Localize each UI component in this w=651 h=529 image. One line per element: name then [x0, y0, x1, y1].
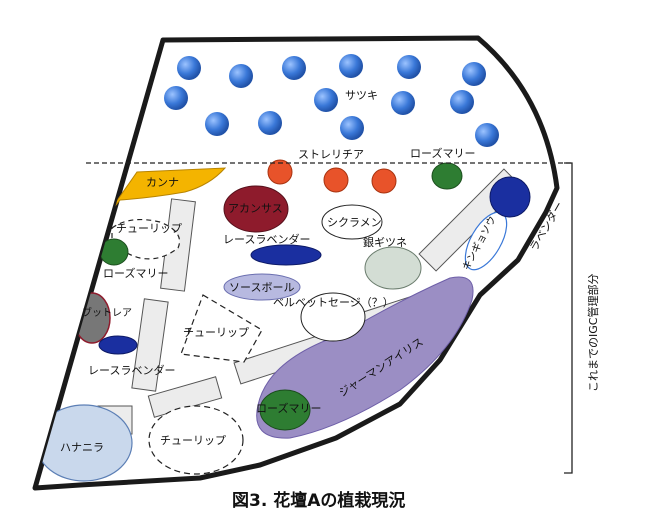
satsuki-shrub — [397, 55, 421, 79]
label-rosemary-top: ローズマリー — [410, 146, 475, 160]
satsuki-shrub — [391, 91, 415, 115]
satsuki-shrub — [462, 62, 486, 86]
label-rosemary-bottom: ローズマリー — [256, 401, 321, 415]
label-tulip-middle: チューリップ — [183, 326, 249, 339]
label-acanthus: アカンサス — [228, 202, 283, 215]
label-sauce-ball: ソースボール — [229, 281, 294, 294]
satsuki-shrub — [339, 54, 363, 78]
label-tulip-bottom: チューリップ — [160, 434, 226, 447]
sauce-ball-patch — [223, 273, 301, 301]
gin-gitsune-plant — [364, 246, 422, 290]
lavender-right-plant — [489, 176, 531, 218]
tulip-middle-patch — [180, 294, 263, 363]
lace-lavender-upper-plant — [250, 244, 322, 266]
igc-management-note: これまでのIGC管理部分 — [586, 274, 600, 392]
label-cyclamen: シクラメン — [327, 216, 382, 229]
tulip-bottom-patch — [148, 405, 244, 475]
satsuki-shrub — [340, 116, 364, 140]
satsuki-shrub — [282, 56, 306, 80]
lace-lavender-lower-plant — [98, 335, 138, 355]
tulip-upper-patch — [111, 218, 181, 260]
label-satsuki: サツキ — [345, 89, 378, 102]
path-strip — [131, 298, 169, 392]
igc-bracket — [564, 162, 573, 474]
satsuki-shrub — [205, 112, 229, 136]
strelitzia-plant — [267, 159, 293, 185]
label-strelitzia: ストレリチア — [298, 148, 364, 161]
label-tulip-upper: チューリップ — [116, 222, 182, 235]
satsuki-shrub — [177, 56, 201, 80]
satsuki-group — [164, 54, 499, 147]
acanthus-plant — [223, 185, 289, 233]
figure-caption: 図3. 花壇Aの植栽現況 — [232, 490, 405, 511]
label-rosemary-left: ローズマリー — [103, 266, 168, 280]
label-hananira: ハナニラ — [60, 441, 104, 454]
label-velvet-sage: ベルベットセージ（？） — [273, 296, 394, 309]
rosemary-top-plant — [431, 162, 463, 190]
satsuki-shrub — [314, 88, 338, 112]
label-gin-gitsune: 銀ギツネ — [363, 235, 407, 249]
rosemary-bottom-plant — [259, 389, 311, 431]
strelitzia-plant — [371, 168, 397, 194]
strelitzia-plant — [323, 167, 349, 193]
satsuki-shrub — [475, 123, 499, 147]
strelitzia-group — [267, 159, 397, 194]
satsuki-shrub — [258, 111, 282, 135]
label-lace-lavender-lower: レースラベンダー — [88, 363, 175, 377]
satsuki-shrub — [450, 90, 474, 114]
label-buddleja: ブットレア — [82, 306, 132, 319]
cyclamen-patch — [321, 204, 383, 240]
satsuki-shrub — [164, 86, 188, 110]
velvet-sage-patch — [300, 292, 366, 342]
satsuki-shrub — [229, 64, 253, 88]
label-canna: カンナ — [146, 176, 179, 189]
label-lace-lavender-upper: レースラベンダー — [223, 232, 310, 246]
